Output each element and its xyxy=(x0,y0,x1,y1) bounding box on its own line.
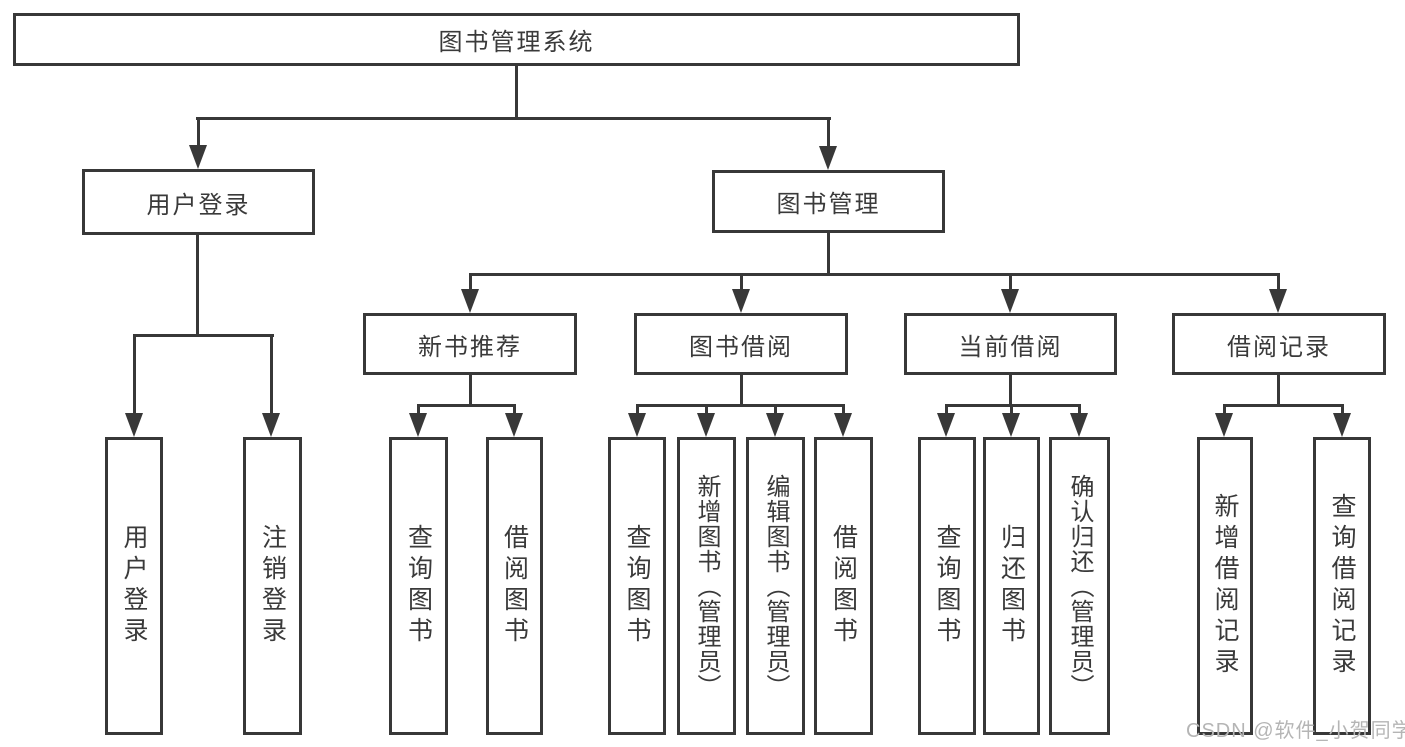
arrowhead-down-icon xyxy=(1001,289,1019,313)
arrowhead-down-icon xyxy=(834,413,852,437)
connector-line xyxy=(1341,405,1344,415)
node-label: 借阅图书 xyxy=(829,524,858,648)
node-label: 借阅记录 xyxy=(1227,333,1331,361)
node-label: 编辑图书（管理员） xyxy=(762,473,789,699)
leaf-return-books: 归还图书 xyxy=(983,437,1040,735)
leaf-borrow-books-recommend: 借阅图书 xyxy=(486,437,543,735)
arrowhead-down-icon xyxy=(505,413,523,437)
node-user-login: 用户登录 xyxy=(82,169,315,235)
leaf-query-books-current: 查询图书 xyxy=(918,437,976,735)
arrowhead-down-icon xyxy=(766,413,784,437)
node-label: 借阅图书 xyxy=(500,524,529,648)
arrowhead-down-icon xyxy=(125,413,143,437)
arrowhead-down-icon xyxy=(461,289,479,313)
connector-line xyxy=(1223,405,1226,415)
watermark-text: CSDN @软件_小贺同学 xyxy=(1186,720,1405,742)
arrowhead-down-icon xyxy=(937,413,955,437)
connector-line xyxy=(133,334,274,337)
node-label: 注销登录 xyxy=(258,524,287,648)
node-label: 归还图书 xyxy=(997,524,1026,648)
leaf-borrow-books: 借阅图书 xyxy=(814,437,873,735)
node-book-borrowing: 图书借阅 xyxy=(634,313,848,375)
node-label: 查询图书 xyxy=(404,524,433,648)
leaf-add-books-admin: 新增图书（管理员） xyxy=(677,437,736,735)
connector-line xyxy=(705,405,708,415)
connector-line xyxy=(196,117,831,120)
arrowhead-down-icon xyxy=(409,413,427,437)
node-label: 图书管理 xyxy=(776,191,881,218)
connector-line xyxy=(945,405,948,415)
node-label: 查询图书 xyxy=(933,524,961,648)
connector-line xyxy=(842,405,845,415)
connector-line xyxy=(636,404,845,407)
connector-line xyxy=(827,233,830,276)
connector-line xyxy=(270,336,273,415)
node-borrowing-records: 借阅记录 xyxy=(1172,313,1386,375)
node-label: 图书管理系统 xyxy=(438,29,595,56)
node-label: 用户登录 xyxy=(146,191,251,219)
leaf-query-borrow-record: 查询借阅记录 xyxy=(1313,437,1371,735)
arrowhead-down-icon xyxy=(819,146,837,170)
connector-line xyxy=(774,405,777,415)
connector-line xyxy=(197,119,200,147)
connector-line xyxy=(1078,405,1081,415)
connector-line xyxy=(827,119,830,148)
connector-line xyxy=(1010,405,1013,415)
node-label: 新增图书（管理员） xyxy=(693,473,720,699)
connector-line xyxy=(1277,274,1280,291)
node-label: 当前借阅 xyxy=(958,333,1063,361)
arrowhead-down-icon xyxy=(1215,413,1233,437)
leaf-logout: 注销登录 xyxy=(243,437,302,735)
leaf-add-borrow-record: 新增借阅记录 xyxy=(1197,437,1253,735)
connector-line xyxy=(469,375,472,407)
arrowhead-down-icon xyxy=(1269,289,1287,313)
node-label: 确认归还（管理员） xyxy=(1066,473,1093,699)
node-book-management: 图书管理 xyxy=(712,170,945,233)
connector-line xyxy=(417,404,516,407)
connector-line xyxy=(417,405,420,415)
connector-line xyxy=(636,405,639,415)
leaf-query-books-recommend: 查询图书 xyxy=(389,437,448,735)
connector-line xyxy=(469,274,472,291)
connector-line xyxy=(740,274,743,291)
connector-line xyxy=(1009,375,1012,407)
node-label: 用户登录 xyxy=(120,524,148,648)
connector-line xyxy=(469,273,1280,276)
arrowhead-down-icon xyxy=(628,413,646,437)
node-new-book-recommendation: 新书推荐 xyxy=(363,313,577,375)
connector-line xyxy=(1223,404,1344,407)
leaf-confirm-return-admin: 确认归还（管理员） xyxy=(1049,437,1110,735)
leaf-edit-books-admin: 编辑图书（管理员） xyxy=(746,437,805,735)
arrowhead-down-icon xyxy=(189,145,207,169)
node-label: 查询图书 xyxy=(623,524,651,648)
connector-line xyxy=(1277,374,1280,407)
node-label: 新增借阅记录 xyxy=(1211,493,1239,679)
leaf-user-login: 用户登录 xyxy=(105,437,163,735)
connector-line xyxy=(513,405,516,415)
arrowhead-down-icon xyxy=(1333,413,1351,437)
node-label: 图书借阅 xyxy=(689,333,793,361)
node-library-management-system: 图书管理系统 xyxy=(13,13,1020,66)
node-label: 新书推荐 xyxy=(418,333,522,361)
node-label: 查询借阅记录 xyxy=(1328,493,1356,679)
arrowhead-down-icon xyxy=(732,289,750,313)
connector-line xyxy=(133,336,136,415)
arrowhead-down-icon xyxy=(697,413,715,437)
connector-line xyxy=(945,404,1081,407)
arrowhead-down-icon xyxy=(262,413,280,437)
connector-line xyxy=(515,66,518,120)
arrowhead-down-icon xyxy=(1002,413,1020,437)
connector-line xyxy=(196,235,199,337)
arrowhead-down-icon xyxy=(1070,413,1088,437)
node-current-borrowing: 当前借阅 xyxy=(904,313,1117,375)
leaf-query-books-borrow: 查询图书 xyxy=(608,437,666,735)
connector-line xyxy=(1009,274,1012,291)
connector-line xyxy=(740,375,743,407)
